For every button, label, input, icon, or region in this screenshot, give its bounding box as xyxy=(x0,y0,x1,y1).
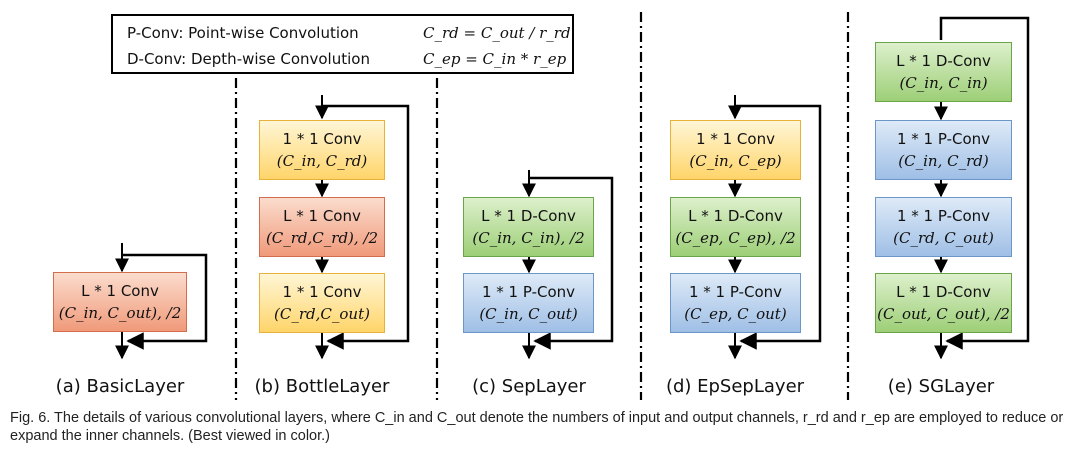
box-line1: 1 * 1 P-Conv xyxy=(896,207,991,225)
box-line2: (C_ep, C_out) xyxy=(684,305,787,323)
skip-c xyxy=(529,176,614,350)
box-line2: (C_in, C_rd) xyxy=(276,152,368,170)
box-line1: L * 1 D-Conv xyxy=(896,52,991,70)
sg-dconv-2-box: L * 1 D-Conv (C_out, C_out), /2 xyxy=(875,273,1012,333)
box-line1: 1 * 1 Conv xyxy=(282,283,362,301)
epsep-pconv-box: 1 * 1 P-Conv (C_ep, C_out) xyxy=(670,273,801,333)
box-line1: 1 * 1 P-Conv xyxy=(896,130,991,148)
caption-sep-layer: (c) SepLayer xyxy=(472,376,586,397)
box-line2: (C_in, C_rd) xyxy=(898,152,989,170)
box-line1: 1 * 1 Conv xyxy=(282,130,362,148)
sep-pconv-box: 1 * 1 P-Conv (C_in, C_out) xyxy=(463,273,594,333)
box-line2: (C_in, C_in), /2 xyxy=(472,229,585,247)
skip-b xyxy=(322,104,410,350)
legend-box: P-Conv: Point-wise Convolution D-Conv: D… xyxy=(111,14,574,74)
box-line1: L * 1 Conv xyxy=(81,282,159,300)
box-line1: 1 * 1 Conv xyxy=(696,130,775,148)
legend-p-conv: P-Conv: Point-wise Convolution xyxy=(127,24,359,42)
sg-pconv-1-box: 1 * 1 P-Conv (C_in, C_rd) xyxy=(875,120,1012,180)
caption-sg-layer: (e) SGLayer xyxy=(887,376,995,397)
basic-conv-box: L * 1 Conv (C_in, C_out), /2 xyxy=(53,272,187,332)
figure-caption: Fig. 6. The details of various convoluti… xyxy=(10,410,1064,444)
box-line1: L * 1 D-Conv xyxy=(688,207,783,225)
box-line1: L * 1 Conv xyxy=(283,207,361,225)
caption-basic-layer: (a) BasicLayer xyxy=(55,376,185,397)
box-line2: (C_in, C_ep) xyxy=(689,152,782,170)
box-line2: (C_ep, C_ep), /2 xyxy=(675,229,796,247)
box-line1: 1 * 1 P-Conv xyxy=(688,283,783,301)
box-line2: (C_rd,C_rd), /2 xyxy=(265,229,379,247)
box-line2: (C_in, C_out), /2 xyxy=(58,304,182,322)
caption-epsep-layer: (d) EpSepLayer xyxy=(665,376,805,397)
skip-d xyxy=(735,104,822,350)
sg-dconv-1-box: L * 1 D-Conv (C_in, C_in) xyxy=(875,42,1012,102)
epsep-conv-box: 1 * 1 Conv (C_in, C_ep) xyxy=(670,120,801,180)
box-line2: (C_out, C_out), /2 xyxy=(877,305,1010,323)
legend-d-conv: D-Conv: Depth-wise Convolution xyxy=(127,50,370,68)
sep-dconv-box: L * 1 D-Conv (C_in, C_in), /2 xyxy=(463,197,594,257)
bottle-conv-3-box: 1 * 1 Conv (C_rd,C_out) xyxy=(259,273,385,333)
bottle-conv-2-box: L * 1 Conv (C_rd,C_rd), /2 xyxy=(259,197,385,257)
box-line2: (C_in, C_out) xyxy=(479,305,578,323)
box-line1: L * 1 D-Conv xyxy=(481,207,576,225)
box-line1: L * 1 D-Conv xyxy=(896,283,991,301)
legend-c-ep-formula: C_ep = C_in * r_ep xyxy=(423,50,567,68)
bottle-conv-1-box: 1 * 1 Conv (C_in, C_rd) xyxy=(259,120,385,180)
epsep-dconv-box: L * 1 D-Conv (C_ep, C_ep), /2 xyxy=(670,197,801,257)
skip-e xyxy=(939,16,1030,350)
sg-pconv-2-box: 1 * 1 P-Conv (C_rd, C_out) xyxy=(875,197,1012,257)
box-line2: (C_in, C_in) xyxy=(899,74,988,92)
box-line2: (C_rd,C_out) xyxy=(274,305,370,323)
box-line2: (C_rd, C_out) xyxy=(893,229,994,247)
skip-a xyxy=(122,253,208,350)
legend-c-rd-formula: C_rd = C_out / r_rd xyxy=(423,24,571,42)
caption-bottle-layer: (b) BottleLayer xyxy=(254,376,390,397)
box-line1: 1 * 1 P-Conv xyxy=(481,283,576,301)
